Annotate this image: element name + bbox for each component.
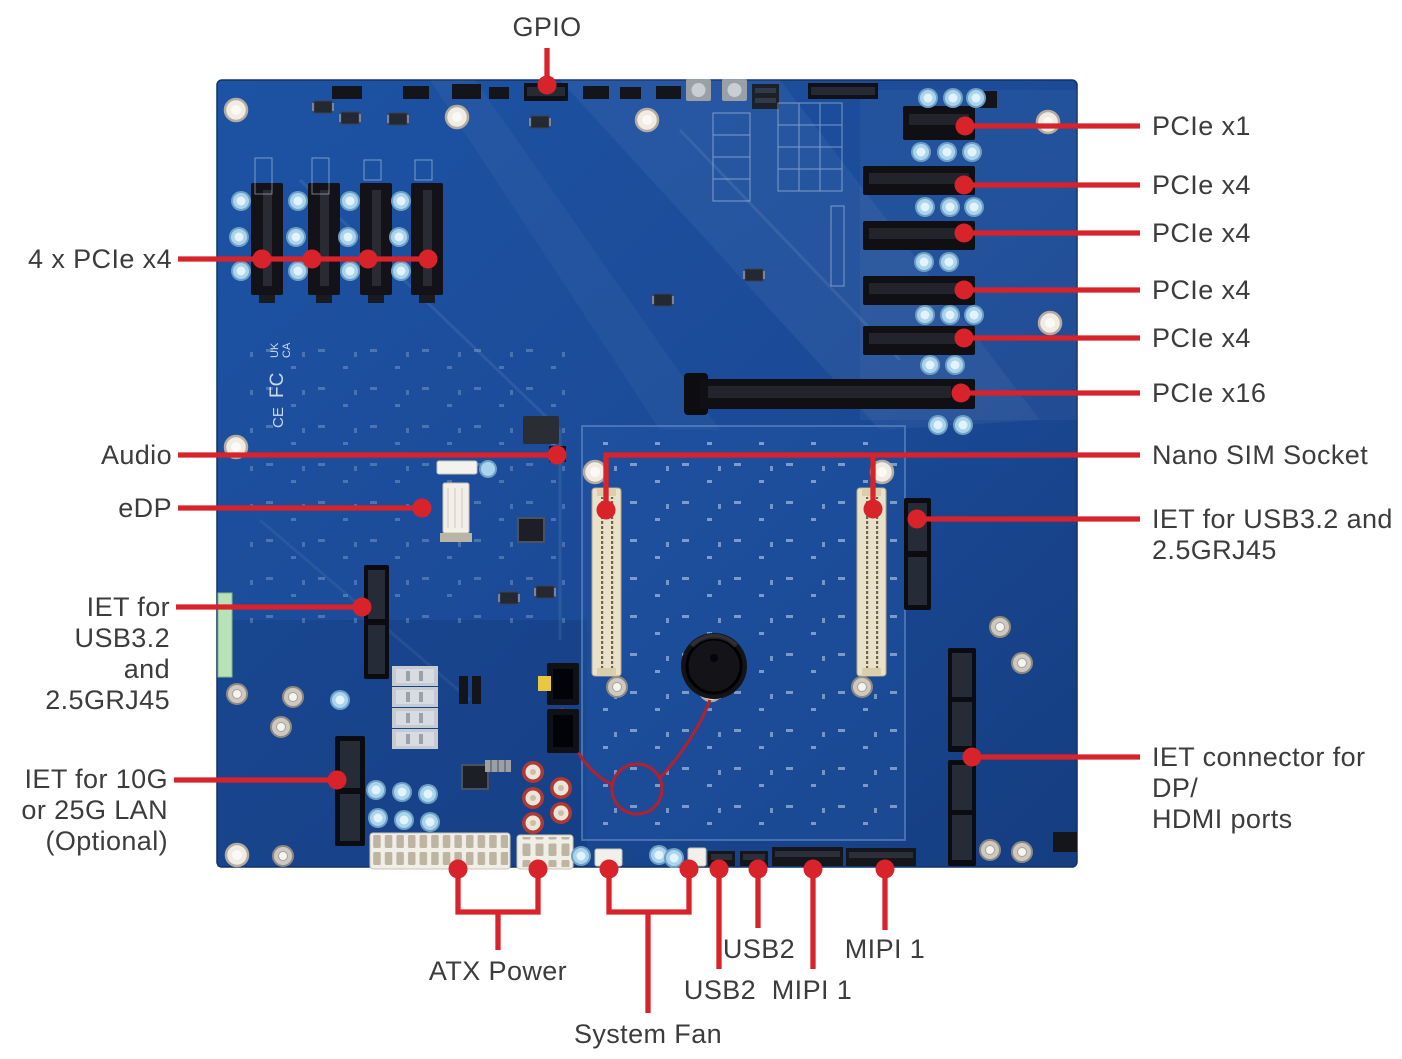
regulatory-markings: CE FC UK CA xyxy=(267,342,293,428)
callout-label-system-fan: System Fan xyxy=(573,1019,723,1049)
atx-24pin-connector xyxy=(369,832,511,870)
callout-label-pcie-x16: PCIe x16 xyxy=(1152,378,1267,408)
mipi-headers xyxy=(772,832,1077,866)
small-ics xyxy=(311,100,766,790)
carrier-board-outline xyxy=(581,425,906,841)
buzzer xyxy=(681,633,747,699)
callout-label-pcie-x4-2: PCIe x4 xyxy=(1152,218,1251,248)
pcb-board: CE FC UK CA xyxy=(216,79,1078,870)
callout-label-nano-sim: Nano SIM Socket xyxy=(1152,440,1369,470)
callout-label-pcie-x1: PCIe x1 xyxy=(1152,111,1251,141)
atx-8pin-connector xyxy=(516,834,574,870)
callout-label-gpio: GPIO xyxy=(512,12,582,42)
callout-label-iet-usb-right: IET for USB3.2 and 2.5GRJ45 xyxy=(1152,504,1393,565)
callout-label-4x-pcie-x4: 4 x PCIe x4 xyxy=(28,244,172,274)
serial-sticker xyxy=(217,592,233,678)
svg-text:CA: CA xyxy=(281,342,293,358)
svg-text:CE: CE xyxy=(270,407,287,428)
callout-label-iet-usb-left: IET for USB3.2 and 2.5GRJ45 xyxy=(45,592,170,715)
pcie-x1-slot xyxy=(903,106,975,140)
callout-label-usb2-lower: USB2 xyxy=(683,975,757,1005)
edp-connector xyxy=(436,460,497,542)
callout-label-atx-power: ATX Power xyxy=(428,956,568,986)
seven-segment-displays xyxy=(392,666,438,749)
callout-label-usb2-upper: USB2 xyxy=(722,934,796,964)
callout-label-edp: eDP xyxy=(118,493,172,523)
callout-label-pcie-x4-3: PCIe x4 xyxy=(1152,275,1251,305)
pcie-x4-slot xyxy=(863,276,975,305)
iet-connector-10g xyxy=(335,736,365,846)
power-button xyxy=(686,79,711,101)
callout-label-mipi1-upper: MIPI 1 xyxy=(844,934,926,964)
pcie-x4-slot xyxy=(863,326,975,355)
callout-label-iet-10g: IET for 10G or 25G LAN (Optional) xyxy=(21,764,168,856)
callout-lines xyxy=(174,48,1140,1013)
reset-button xyxy=(722,79,747,101)
iet-connector-dp xyxy=(948,648,976,752)
callout-label-mipi1-lower: MIPI 1 xyxy=(771,975,853,1005)
pcie-x4-slot xyxy=(863,221,975,250)
iet-connector-hdmi xyxy=(948,760,976,866)
callout-label-audio: Audio xyxy=(100,440,172,470)
silkscreen-tables xyxy=(712,102,845,287)
power-connectors-small xyxy=(538,663,579,753)
pcie-x16-slot xyxy=(684,373,975,415)
carrier-socket-left xyxy=(591,487,622,677)
pcie-x4-slot xyxy=(863,166,975,195)
pcie-right-slots xyxy=(684,88,986,435)
callout-label-pcie-x4-4: PCIe x4 xyxy=(1152,323,1251,353)
iet-connector-usb-left xyxy=(364,565,389,679)
svg-text:FC: FC xyxy=(267,373,288,398)
callout-label-pcie-x4-1: PCIe x4 xyxy=(1152,170,1251,200)
callout-label-iet-dp-hdmi: IET connector for DP/ HDMI ports xyxy=(1152,742,1366,834)
usb2-headers xyxy=(708,851,768,866)
svg-text:UK: UK xyxy=(269,342,281,358)
